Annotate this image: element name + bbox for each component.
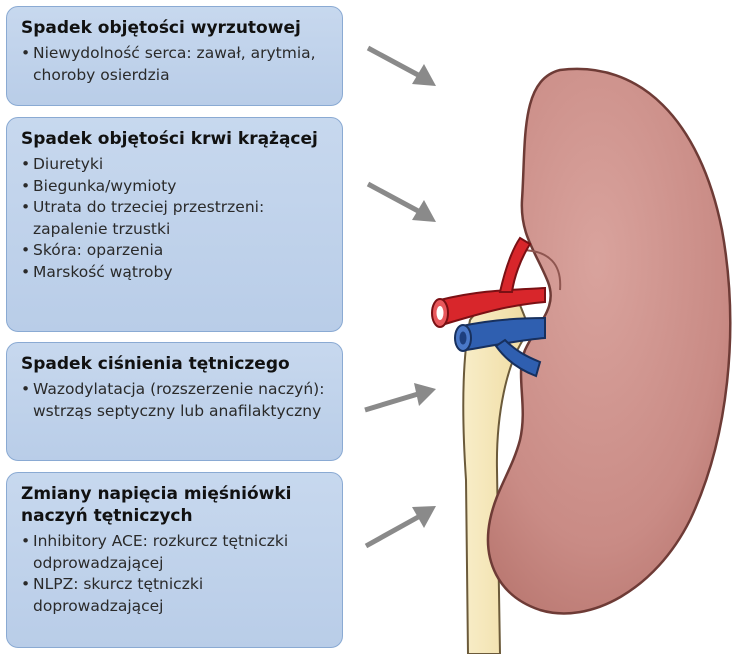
bullet-item: Wazodylatacja (rozszerzenie naczyń): wst… (21, 379, 332, 422)
bullet-list: Niewydolność serca: zawał, arytmia, chor… (21, 43, 332, 86)
bullet-list: Diuretyki Biegunka/wymioty Utrata do trz… (21, 154, 332, 283)
arrow-4 (366, 506, 436, 546)
bullet-list: Wazodylatacja (rozszerzenie naczyń): wst… (21, 379, 332, 422)
box-title: Spadek objętości wyrzutowej (21, 17, 332, 39)
box-title: Spadek objętości krwi krążącej (21, 128, 332, 150)
cause-box-stroke-volume: Spadek objętości wyrzutowej Niewydolność… (6, 6, 343, 106)
renal-artery-branch (500, 238, 530, 292)
cause-box-blood-pressure: Spadek ciśnienia tętniczego Wazodylatacj… (6, 342, 343, 461)
bullet-list: Inhibitory ACE: rozkurcz tętniczki odpro… (21, 531, 332, 617)
arrow-2 (368, 184, 436, 222)
bullet-item: Niewydolność serca: zawał, arytmia, chor… (21, 43, 332, 86)
bullet-item: Diuretyki (21, 154, 332, 176)
cause-box-vascular-tone: Zmiany napięcia mięśniówki naczyń tętnic… (6, 472, 343, 648)
cause-box-blood-volume: Spadek objętości krwi krążącej Diuretyki… (6, 117, 343, 332)
box-title: Zmiany napięcia mięśniówki naczyń tętnic… (21, 483, 332, 527)
arrow-1 (368, 48, 436, 86)
bullet-item: NLPZ: skurcz tętniczki doprowadzającej (21, 574, 332, 617)
bullet-item: Inhibitory ACE: rozkurcz tętniczki odpro… (21, 531, 332, 574)
vein-lumen (460, 332, 467, 345)
arrow-3 (365, 383, 436, 410)
bullet-item: Utrata do trzeciej przestrzeni: zapaleni… (21, 197, 332, 240)
box-title: Spadek ciśnienia tętniczego (21, 353, 332, 375)
artery-lumen (437, 306, 444, 320)
bullet-item: Marskość wątroby (21, 262, 332, 284)
bullet-item: Skóra: oparzenia (21, 240, 332, 262)
bullet-item: Biegunka/wymioty (21, 176, 332, 198)
